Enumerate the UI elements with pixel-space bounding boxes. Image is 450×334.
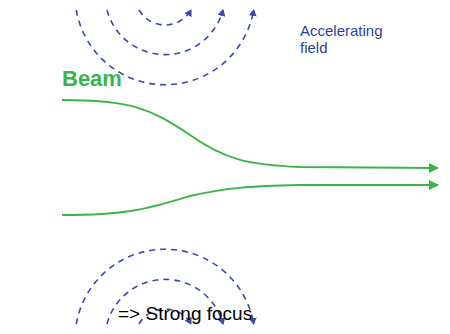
beam-lines — [62, 100, 438, 215]
result-note: => Strong focus — [118, 303, 252, 325]
field-lines — [76, 10, 253, 324]
beam-label: Beam — [62, 66, 122, 91]
field-label: Accelerating field — [300, 22, 390, 57]
